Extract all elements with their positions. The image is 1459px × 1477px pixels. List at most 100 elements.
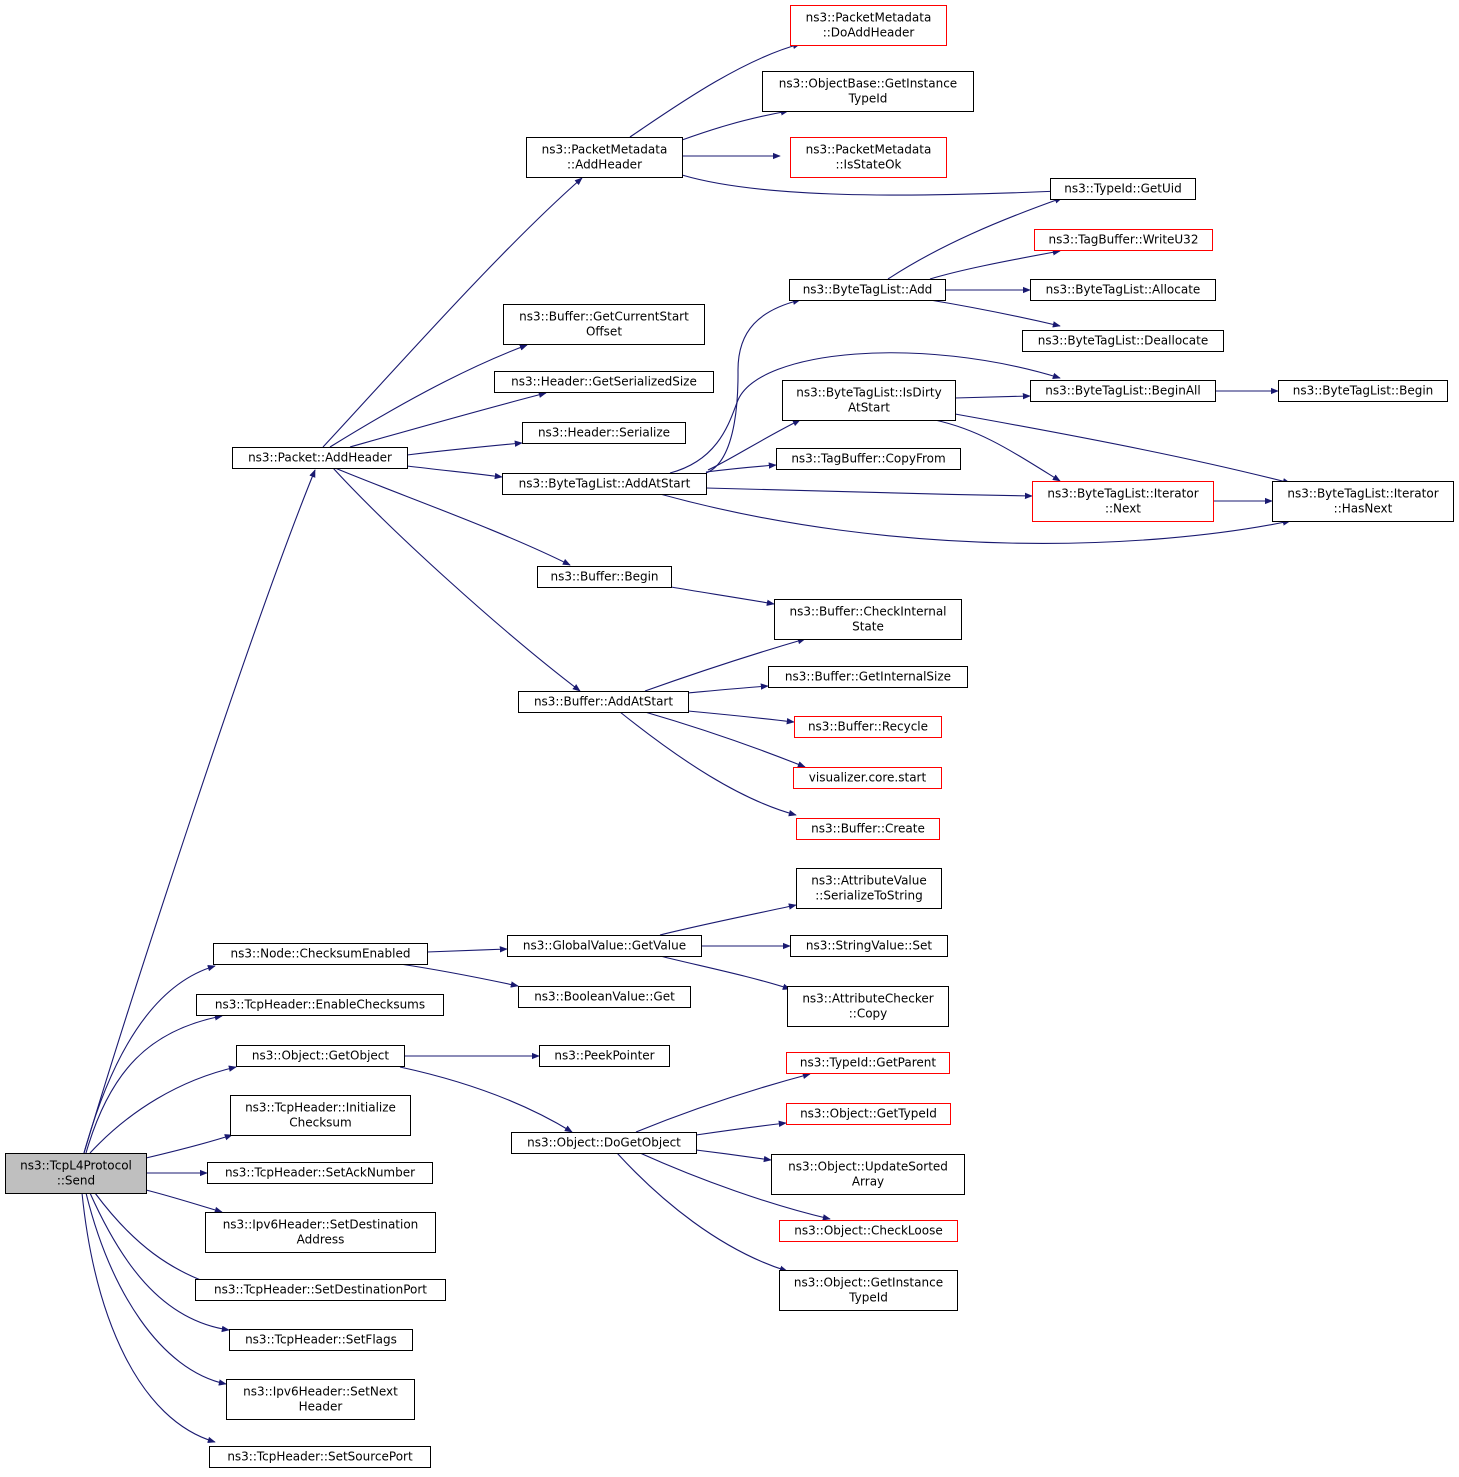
- node-btl-addatstart[interactable]: ns3::ByteTagList::AddAtStart: [502, 473, 707, 495]
- node-pm-doaddheader[interactable]: ns3::PacketMetadata::DoAddHeader: [790, 5, 947, 46]
- node-stringvalue-set[interactable]: ns3::StringValue::Set: [790, 935, 948, 957]
- node-label: ns3::TcpHeader::SetAckNumber: [225, 1166, 415, 1180]
- node-header-getserializedsize[interactable]: ns3::Header::GetSerializedSize: [494, 371, 714, 393]
- node-btl-add[interactable]: ns3::ByteTagList::Add: [789, 279, 946, 301]
- node-label: ns3::ByteTagList::Iterator: [1287, 487, 1438, 501]
- edge-btl_add-to-btl_deallocate: [929, 299, 1061, 328]
- edge-buffer_addatstart-to-buffer_getinternalsize: [687, 683, 769, 694]
- node-label: ns3::TcpHeader::SetSourcePort: [227, 1450, 413, 1464]
- node-box: [790, 5, 947, 46]
- node-box: [195, 1279, 446, 1301]
- node-tcp-setacknumber[interactable]: ns3::TcpHeader::SetAckNumber: [207, 1162, 433, 1184]
- node-tcp-setdestinationport[interactable]: ns3::TcpHeader::SetDestinationPort: [195, 1279, 446, 1301]
- node-av-serializetostring[interactable]: ns3::AttributeValue::SerializeToString: [796, 868, 942, 909]
- node-ac-copy[interactable]: ns3::AttributeChecker::Copy: [787, 986, 949, 1027]
- node-buffer-recycle[interactable]: ns3::Buffer::Recycle: [794, 716, 942, 738]
- node-label: ns3::Object::GetObject: [252, 1049, 390, 1063]
- edge-btl_addatstart-to-btl_iter_hasnext: [659, 493, 1291, 544]
- edge-object_dogetobject-to-object_getinstancetypeid: [616, 1152, 788, 1272]
- edge-root-to-tcp_setsourceport: [81, 1192, 216, 1444]
- node-buffer-getinternalsize[interactable]: ns3::Buffer::GetInternalSize: [768, 666, 968, 688]
- node-tcp-enablechecksums[interactable]: ns3::TcpHeader::EnableChecksums: [196, 994, 444, 1016]
- node-tagbuffer-copyfrom[interactable]: ns3::TagBuffer::CopyFrom: [776, 448, 961, 470]
- node-label: ::SerializeToString: [815, 889, 923, 903]
- node-label: ns3::TcpHeader::SetFlags: [245, 1333, 397, 1347]
- edge-root-to-object_getobject: [89, 1065, 237, 1154]
- node-typeid-getuid[interactable]: ns3::TypeId::GetUid: [1050, 178, 1196, 200]
- node-label: ns3::Ipv6Header::SetNext: [243, 1385, 398, 1399]
- node-packet-addheader[interactable]: ns3::Packet::AddHeader: [232, 447, 408, 469]
- node-buffer-create[interactable]: ns3::Buffer::Create: [796, 818, 940, 840]
- node-btl-iter-next[interactable]: ns3::ByteTagList::Iterator::Next: [1032, 481, 1214, 522]
- node-box: [1030, 279, 1216, 301]
- node-tagbuffer-writeu32[interactable]: ns3::TagBuffer::WriteU32: [1034, 229, 1213, 251]
- node-pm-addheader[interactable]: ns3::PacketMetadata::AddHeader: [526, 137, 683, 178]
- node-btl-begin[interactable]: ns3::ByteTagList::Begin: [1278, 380, 1448, 402]
- node-pm-isstateok[interactable]: ns3::PacketMetadata::IsStateOk: [790, 137, 947, 178]
- node-object-getobject[interactable]: ns3::Object::GetObject: [236, 1045, 405, 1067]
- node-label: TypeId: [848, 1291, 888, 1305]
- node-gv-getvalue[interactable]: ns3::GlobalValue::GetValue: [507, 935, 702, 957]
- node-btl-allocate[interactable]: ns3::ByteTagList::Allocate: [1030, 279, 1216, 301]
- edge-pm_addheader-to-typeid_getuid: [681, 174, 1061, 196]
- node-label: ns3::PacketMetadata: [806, 143, 932, 157]
- node-box: [232, 447, 408, 469]
- edge-root-to-packet_addheader: [83, 469, 316, 1154]
- node-box: [1278, 380, 1448, 402]
- node-typeid-getparent[interactable]: ns3::TypeId::GetParent: [786, 1052, 950, 1074]
- edge-packet_addheader-to-buffer_getcurrentstartoffset: [329, 344, 528, 448]
- node-box: [205, 1212, 436, 1253]
- node-root[interactable]: ns3::TcpL4Protocol::Send: [5, 1153, 147, 1194]
- node-box: [1034, 229, 1213, 251]
- node-buffer-begin[interactable]: ns3::Buffer::Begin: [537, 566, 672, 588]
- node-btl-deallocate[interactable]: ns3::ByteTagList::Deallocate: [1022, 330, 1224, 352]
- edge-root-to-ipv6_setnextheader: [85, 1192, 227, 1386]
- edge-btl_addatstart-to-btl_add: [705, 298, 801, 474]
- node-node-checksumenabled[interactable]: ns3::Node::ChecksumEnabled: [213, 943, 428, 965]
- node-box: [1030, 380, 1216, 402]
- node-box: [229, 1329, 413, 1351]
- node-label: ::IsStateOk: [835, 158, 901, 172]
- edge-packet_addheader-to-header_serialize: [406, 440, 523, 456]
- node-btl-iter-hasnext[interactable]: ns3::ByteTagList::Iterator::HasNext: [1272, 481, 1454, 522]
- node-object-dogetobject[interactable]: ns3::Object::DoGetObject: [511, 1132, 697, 1154]
- edge-root-to-tcp_enablechecksums: [85, 1014, 223, 1154]
- node-box: [226, 1379, 415, 1420]
- edge-root-to-node_checksumenabled: [83, 964, 216, 1154]
- node-tcp-setflags[interactable]: ns3::TcpHeader::SetFlags: [229, 1329, 413, 1351]
- node-box: [1272, 481, 1454, 522]
- node-booleanvalue-get[interactable]: ns3::BooleanValue::Get: [518, 986, 691, 1008]
- edge-packet_addheader-to-pm_addheader: [322, 177, 583, 448]
- node-box: [196, 994, 444, 1016]
- edge-node_checksumenabled-to-booleanvalue_get: [399, 963, 519, 988]
- edge-layer: [81, 42, 1291, 1444]
- node-box: [494, 371, 714, 393]
- node-label: Checksum: [289, 1116, 351, 1130]
- node-visualizer-core-start[interactable]: visualizer.core.start: [793, 767, 942, 789]
- node-btl-beginall[interactable]: ns3::ByteTagList::BeginAll: [1030, 380, 1216, 402]
- node-label: visualizer.core.start: [809, 771, 927, 785]
- edge-gv_getvalue-to-ac_copy: [659, 955, 791, 990]
- node-peekpointer[interactable]: ns3::PeekPointer: [539, 1045, 670, 1067]
- node-buffer-addatstart[interactable]: ns3::Buffer::AddAtStart: [518, 691, 689, 713]
- node-tcp-setsourceport[interactable]: ns3::TcpHeader::SetSourcePort: [209, 1446, 431, 1468]
- node-label: ns3::ByteTagList::BeginAll: [1045, 384, 1200, 398]
- node-object-checkloose[interactable]: ns3::Object::CheckLoose: [779, 1220, 958, 1242]
- node-label: ns3::StringValue::Set: [806, 939, 932, 953]
- node-label: ns3::PacketMetadata: [806, 11, 932, 25]
- edge-btl_isdirtyatstart-to-btl_beginall: [954, 392, 1031, 400]
- edge-btl_isdirtyatstart-to-btl_iter_next: [934, 419, 1061, 482]
- node-header-serialize[interactable]: ns3::Header::Serialize: [522, 422, 686, 444]
- node-label: ns3::PeekPointer: [554, 1049, 654, 1063]
- node-object-gettypeid[interactable]: ns3::Object::GetTypeId: [786, 1103, 951, 1125]
